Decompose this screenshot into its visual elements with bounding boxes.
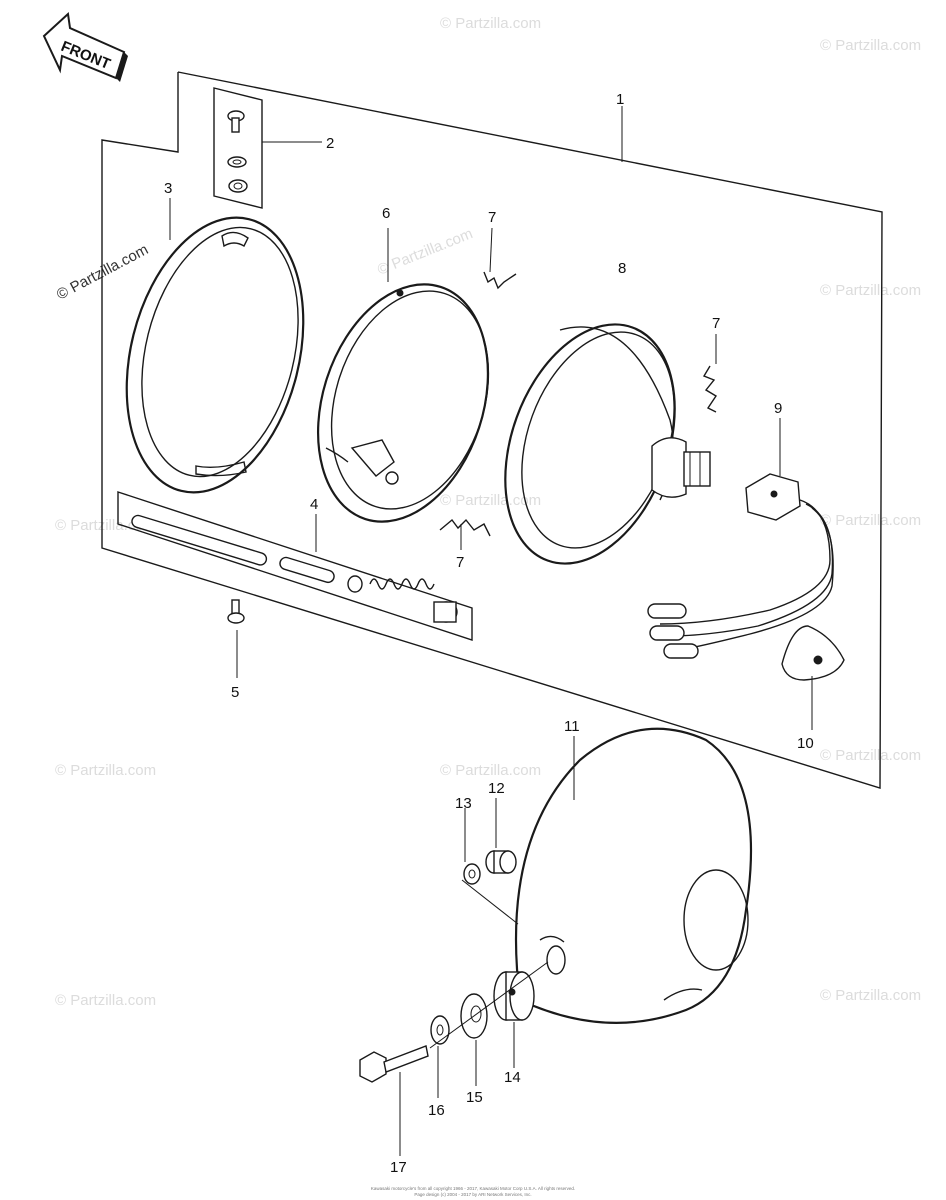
part-label-11: 11 [564,718,580,735]
watermark: © Partzilla.com [820,747,921,764]
part-label-6: 6 [382,205,390,222]
watermark: © Partzilla.com [440,15,541,32]
spring-clip [702,365,717,413]
part-label-12: 12 [488,780,505,797]
headlight-body [514,727,752,1024]
part-label-14: 14 [504,1069,521,1086]
part-label-8: 8 [618,260,626,277]
socket-harness [647,473,834,659]
screw-set-box [213,87,263,209]
part-label-10: 10 [797,735,814,752]
mount-bolt [359,1045,429,1083]
mount-washer [430,1015,450,1045]
watermark: © Partzilla.com [820,512,921,529]
watermark: © Partzilla.com [820,282,921,299]
assembly-outline [101,71,883,789]
adjusting-screw-set [117,491,473,641]
part-label-7: 7 [712,315,720,332]
wire-cap [781,625,845,681]
watermark: © Partzilla.com [440,762,541,779]
part-label-2: 2 [326,135,334,152]
copyright-line: Page design (c) 2004 - 2017 by ARI Netwo… [414,1192,532,1197]
watermark: © Partzilla.com [55,517,156,534]
watermark: © Partzilla.com [440,492,541,509]
watermark: © Partzilla.com [375,225,475,279]
part-label-1: 1 [616,91,624,108]
watermark: © Partzilla.com [55,992,156,1009]
washer [463,863,481,885]
mount-collar [493,971,535,1021]
part-label-9: 9 [774,400,782,417]
part-label-5: 5 [231,684,239,701]
leader-line [461,879,519,925]
watermark: © Partzilla.com [820,37,921,54]
inner-ring [316,283,490,523]
grommet [485,850,517,874]
wire-cap-hole [813,655,823,665]
headlight-rim [125,216,305,494]
watermark: © Partzilla.com [55,762,156,779]
front-arrow: FRONT [42,11,128,82]
part-label-16: 16 [428,1102,445,1119]
part-label-7: 7 [488,209,496,226]
part-label-15: 15 [466,1089,483,1106]
copyright-line: Kawasaki motorcycle's from all copyright… [370,1186,576,1191]
part-label-7: 7 [456,554,464,571]
part-label-13: 13 [455,795,472,812]
screw [227,599,245,624]
sealed-beam-unit [504,323,711,565]
watermark: © Partzilla.com [820,987,921,1004]
leader-lines [169,106,813,1156]
spring-clip [483,271,517,290]
spring-clip [439,518,491,537]
leader-line [429,961,549,1049]
part-label-17: 17 [390,1159,407,1176]
part-label-4: 4 [310,496,318,513]
part-label-3: 3 [164,180,172,197]
